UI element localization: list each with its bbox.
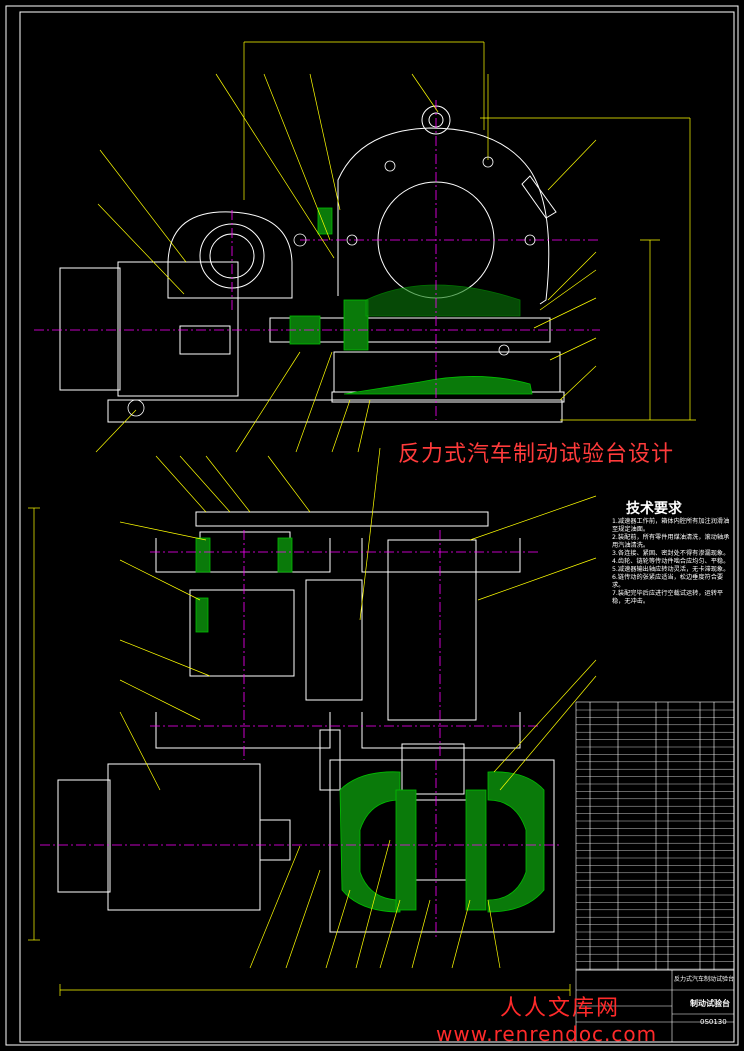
center-lines-top <box>34 100 600 420</box>
gearbox-frame <box>329 759 555 933</box>
title-block <box>575 969 735 1043</box>
leader-lines-bottom <box>119 447 597 969</box>
tech-requirement-item: 5.减速器输出轴应转动灵活，无卡滞现象。 <box>612 566 730 573</box>
bearing-block <box>167 211 293 299</box>
middle-link <box>305 579 363 701</box>
roller-housing <box>337 127 550 305</box>
left-lower-bearing-block <box>155 712 331 749</box>
watermark-text: 人人文库网 <box>500 996 621 1021</box>
outer-frame <box>5 5 739 1046</box>
inner-frame <box>19 11 735 1043</box>
gearbox-top-housing <box>401 743 465 795</box>
watermark-url[interactable]: www.renrendoc.com <box>436 1022 658 1046</box>
drive-motor <box>107 763 261 911</box>
section-hatch-gearbox <box>195 537 545 913</box>
sensor-arm <box>521 175 557 219</box>
left-roller <box>189 589 295 677</box>
left-upper-bearing-block <box>155 538 331 573</box>
motor-housing <box>117 261 239 397</box>
plan-view <box>57 511 555 933</box>
dimension-lines-top <box>243 41 696 421</box>
title-block-name-secondary: 制动试验台 <box>690 999 730 1008</box>
tech-requirement-item: 6.链传动的张紧应适当，松边垂度符合要求。 <box>612 574 724 589</box>
pedestal <box>333 351 561 392</box>
drawing-number: 0S0130 <box>700 1018 727 1026</box>
chain <box>195 511 489 527</box>
tech-requirements-title: 技术要求 <box>626 501 682 517</box>
right-upper-bearing-block <box>361 538 521 573</box>
base-plate <box>107 399 563 423</box>
bolts-top <box>127 156 536 417</box>
title-block-name: 反力式汽车制动试验台 <box>674 976 735 983</box>
drawing-title: 反力式汽车制动试验台设计 <box>398 442 675 467</box>
tech-requirements-list: 1.减速器工作前，箱体内腔所有加注润滑油至规定油面。 2.装配前，所有零件用煤油… <box>612 518 734 606</box>
tech-requirement-item: 7.装配完毕后应进行空载试运转，运转平稳，无冲击。 <box>612 590 724 605</box>
right-roller <box>387 539 477 721</box>
front-elevation-view <box>59 105 565 423</box>
right-lower-bearing-block <box>361 712 521 749</box>
tech-requirement-item: 2.装配前，所有零件用煤油清洗，滚动轴承用汽油清洗。 <box>612 534 730 549</box>
coupling-housing <box>179 325 231 355</box>
tech-requirement-item: 3.各连接、紧固、密封处不得有渗漏现象。 <box>612 550 730 557</box>
section-hatch-top <box>289 207 533 395</box>
parts-list-rows <box>576 709 734 970</box>
motor-body <box>59 267 121 391</box>
tech-requirement-item: 1.减速器工作前，箱体内腔所有加注润滑油至规定油面。 <box>612 518 730 533</box>
dimension-lines-bottom <box>28 507 571 996</box>
drive-motor-end <box>57 779 111 893</box>
drive-coupling <box>259 819 291 861</box>
tech-requirement-item: 4.齿轮、链轮等传动件啮合应均匀、平稳。 <box>612 558 730 565</box>
leader-lines-top <box>95 73 597 453</box>
center-lines-bottom <box>40 530 560 940</box>
